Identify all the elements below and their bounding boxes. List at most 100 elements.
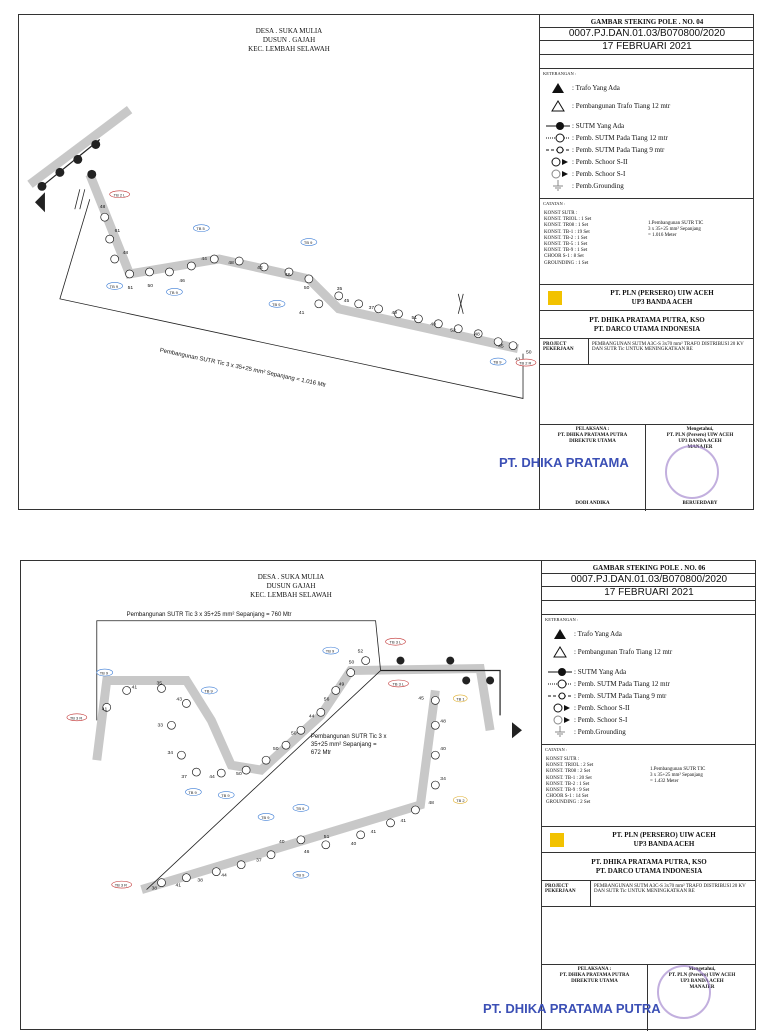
svg-text:50: 50	[291, 730, 297, 736]
legend-sutm-existing-2: : SUTM Yang Ada	[548, 666, 626, 678]
svg-text:Pembangunan SUTR Tic 3 x: Pembangunan SUTR Tic 3 x	[311, 734, 387, 740]
svg-text:44: 44	[209, 774, 215, 780]
svg-text:50: 50	[273, 746, 279, 752]
svg-text:37: 37	[181, 774, 187, 780]
svg-text:TB 2: TB 2	[456, 798, 464, 803]
svg-text:52: 52	[450, 328, 456, 334]
legend-schoor-s2: : Pemb. Schoor S-II	[546, 156, 628, 168]
legend-trafo-existing-2: : Trafo Yang Ada	[548, 628, 622, 640]
drawing-title-2: GAMBAR STEKING POLE . NO. 06	[592, 564, 706, 572]
location-header: DESA . SUKA MULIA DUSUN . GAJAH KEC. LEM…	[189, 27, 389, 54]
legend-sutm-12m-2: : Pemb. SUTM Pada Tiang 12 mtr	[548, 678, 670, 690]
drawing-date: 17 FEBRUARI 2021	[602, 41, 692, 52]
svg-text:TB 3 R: TB 3 R	[115, 883, 127, 888]
pln-logo-icon	[548, 290, 562, 305]
svg-text:43: 43	[257, 265, 263, 271]
svg-text:45: 45	[498, 344, 504, 350]
svg-text:37: 37	[369, 305, 375, 311]
svg-text:46: 46	[304, 849, 310, 855]
svg-text:48: 48	[440, 718, 446, 724]
svg-text:TB 3 R: TB 3 R	[70, 715, 82, 720]
svg-text:TB 9: TB 9	[296, 873, 305, 878]
filled-pole-icon	[548, 666, 572, 678]
title-block-2: GAMBAR STEKING POLE . NO. 06 0007.PJ.DAN…	[541, 561, 757, 1031]
project-row-2: PROJECT PEKERJAAN PEMBANGUNAN SUTM A3C-S…	[542, 881, 756, 907]
legend-sutm-12m: : Pemb. SUTM Pada Tiang 12 mtr	[546, 132, 668, 144]
svg-text:35+25 mm² Sepanjang =: 35+25 mm² Sepanjang =	[311, 742, 377, 748]
legend-trafo-new-2: : Pembangunan Trafo Tiang 12 mtr	[548, 646, 672, 658]
svg-text:61: 61	[115, 228, 121, 234]
pln-logo-icon	[550, 832, 564, 847]
outline-pole-icon	[546, 132, 570, 144]
svg-text:TB 9: TB 9	[296, 806, 305, 811]
contract-code: 0007.PJ.DAN.01.03/B070800/2020	[568, 28, 726, 39]
schoor-s1-icon	[548, 714, 572, 726]
svg-text:51: 51	[128, 285, 134, 291]
svg-text:35: 35	[157, 680, 163, 686]
route-label: Pembangunan SUTR Tic 3 x 35+25 mm² Sepan…	[159, 348, 326, 389]
svg-text:TB 9: TB 9	[326, 649, 335, 654]
route-label-top: Pembangunan SUTR Tic 3 x 35+25 mm² Sepan…	[127, 612, 292, 618]
svg-text:48: 48	[474, 332, 480, 338]
svg-text:49: 49	[339, 681, 345, 687]
svg-text:50: 50	[236, 771, 242, 777]
outline-pole-icon	[548, 678, 572, 690]
svg-text:34: 34	[440, 776, 446, 782]
svg-text:TB 1: TB 1	[456, 696, 465, 701]
svg-text:48: 48	[428, 800, 434, 806]
legend-schoor-s1-2: : Pemb. Schoor S-I	[548, 714, 627, 726]
schoor-s1-icon	[546, 168, 570, 180]
svg-text:33: 33	[158, 722, 164, 728]
title-block: GAMBAR STEKING POLE . NO. 04 0007.PJ.DAN…	[539, 15, 754, 511]
svg-text:TB 9: TB 9	[188, 790, 197, 795]
svg-text:TB 3 L: TB 3 L	[390, 640, 402, 645]
svg-text:TB 9: TB 9	[272, 302, 281, 307]
svg-text:TB 9: TB 9	[493, 360, 502, 365]
filled-pole-icon	[546, 120, 570, 132]
svg-text:40: 40	[279, 839, 285, 845]
legend-sutm-9m-2: : Pemb. SUTM Pada Tiang 9 mtr	[548, 690, 666, 702]
svg-text:41: 41	[175, 883, 181, 889]
svg-text:38: 38	[152, 886, 158, 892]
schoor-s2-icon	[546, 156, 570, 168]
svg-text:35: 35	[337, 286, 343, 292]
svg-text:38: 38	[197, 878, 203, 884]
svg-text:40: 40	[351, 841, 357, 847]
svg-text:TB 2 R: TB 2 R	[519, 361, 531, 366]
triangle-outline-icon	[546, 100, 570, 112]
svg-text:37: 37	[256, 858, 262, 864]
svg-text:TB 9: TB 9	[204, 688, 213, 693]
svg-text:56: 56	[324, 696, 330, 702]
svg-text:46: 46	[179, 278, 185, 284]
svg-text:45: 45	[344, 298, 350, 304]
company-stamp-2: PT. DHIKA PRATAMA PUTRA	[483, 1001, 661, 1016]
svg-text:44: 44	[221, 873, 227, 879]
svg-text:40: 40	[440, 746, 446, 752]
svg-text:TB 2 L: TB 2 L	[114, 192, 126, 197]
triangle-outline-icon	[548, 646, 572, 658]
legend-grounding-2: : Pemb.Grounding	[548, 726, 626, 738]
drawing-title: GAMBAR STEKING POLE . NO. 04	[590, 18, 704, 26]
svg-text:TB 9: TB 9	[261, 815, 270, 820]
svg-text:46: 46	[285, 272, 291, 278]
svg-text:41: 41	[102, 706, 108, 712]
triangle-filled-icon	[548, 628, 572, 640]
svg-text:45: 45	[418, 695, 424, 701]
desa-label: DESA . SUKA MULIA	[255, 27, 323, 35]
svg-text:TB 9: TB 9	[100, 671, 109, 676]
svg-text:52: 52	[358, 649, 364, 655]
svg-text:672 Mtr: 672 Mtr	[311, 750, 331, 756]
company-stamp: PT. DHIKA PRATAMA	[499, 455, 629, 470]
svg-text:44: 44	[201, 256, 207, 262]
svg-text:50: 50	[304, 285, 310, 291]
